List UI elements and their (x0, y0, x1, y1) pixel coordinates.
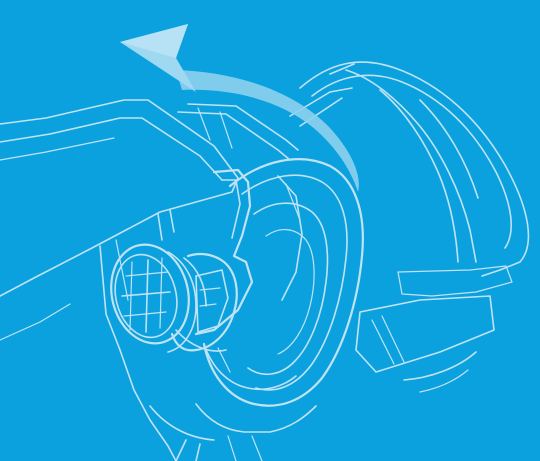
helmet-visor-icon (300, 62, 528, 392)
filter-cartridge-icon (101, 236, 206, 352)
respirator-mask-icon (172, 159, 363, 406)
head-outline (0, 100, 316, 461)
